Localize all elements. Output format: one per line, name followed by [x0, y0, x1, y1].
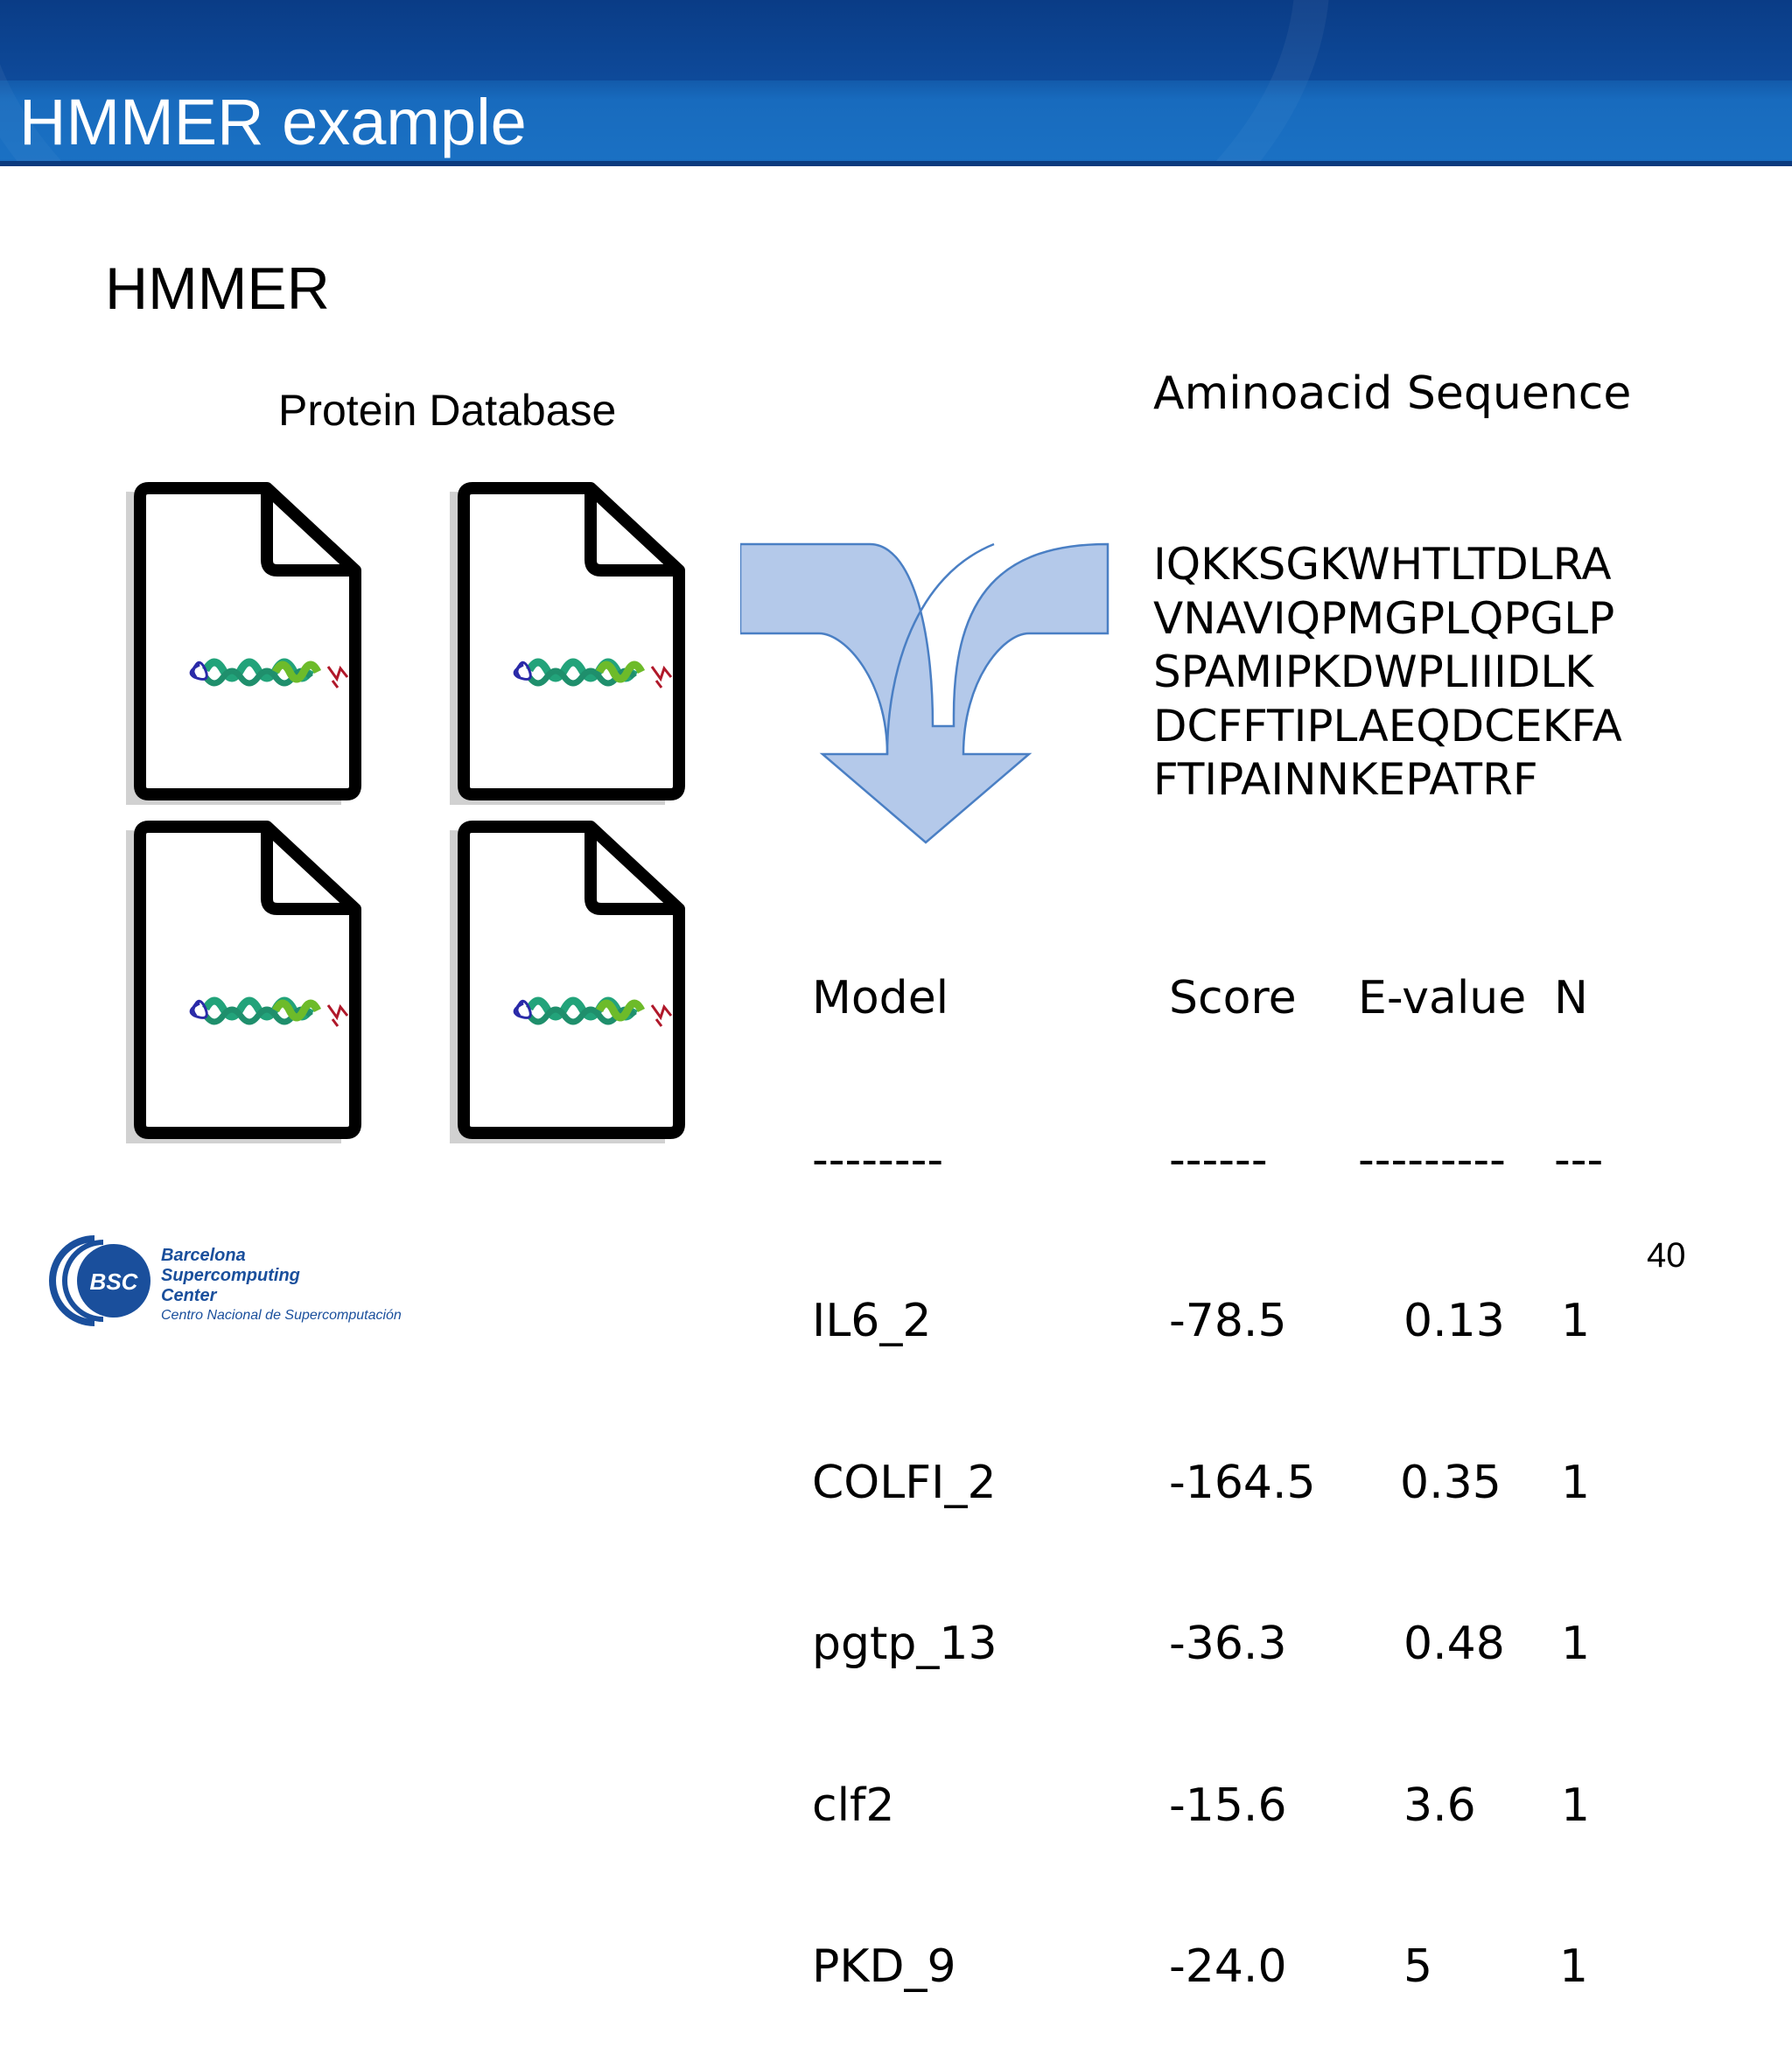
model-cell: pgtp_13	[812, 1618, 998, 1670]
results-column-evalue: E-value --------- 0.13 0.35 0.48 3.6 5	[1358, 864, 1526, 2048]
slide-subtitle: HMMER	[105, 255, 330, 322]
protein-document-icon	[126, 482, 361, 805]
logo-name-line: Center	[161, 1286, 217, 1305]
logo-name-line: Supercomputing	[161, 1266, 300, 1285]
protein-helix-icon	[513, 996, 673, 1027]
header-band	[0, 80, 1792, 159]
bsc-logo-icon: BSC	[49, 1235, 150, 1326]
document-fold	[261, 488, 355, 577]
document-fold	[584, 488, 679, 577]
results-column-n: N --- 1 1 1 1 1	[1554, 864, 1603, 2048]
protein-document-icon	[450, 482, 685, 805]
logo-mark: BSC	[90, 1269, 139, 1295]
column-header-n: N	[1554, 972, 1588, 1024]
model-cell: COLFI_2	[812, 1456, 997, 1509]
evalue-cell: 0.35	[1400, 1456, 1502, 1509]
document-outline	[134, 482, 361, 800]
merge-arrow-icon	[740, 542, 1110, 844]
document-outline	[458, 482, 685, 800]
score-cell: -15.6	[1169, 1779, 1287, 1832]
column-header-evalue: E-value	[1358, 972, 1527, 1024]
model-cell: IL6_2	[812, 1295, 932, 1347]
results-column-model: Model -------- IL6_2 COLFI_2 pgtp_13 clf…	[812, 864, 998, 2048]
score-cell: -36.3	[1169, 1618, 1287, 1670]
sequence-line: IQKKSGKWHTLTDLRA	[1153, 539, 1612, 590]
evalue-cell: 5	[1404, 1940, 1433, 1993]
sequence-line: SPAMIPKDWPLIIIDLK	[1153, 647, 1594, 697]
model-cell: clf2	[812, 1779, 895, 1832]
arrow-inner-curve	[886, 542, 995, 755]
logo-arc	[62, 1240, 104, 1322]
slide-title: HMMER example	[19, 86, 527, 158]
document-outline	[458, 821, 685, 1139]
evalue-cell: 3.6	[1404, 1779, 1476, 1832]
protein-helix-icon	[513, 658, 673, 688]
page-number: 40	[1647, 1236, 1686, 1275]
results-column-score: Score ------ -78.5 -164.5 -36.3 -15.6 -2…	[1169, 864, 1316, 2048]
separator: ---------	[1358, 1133, 1506, 1186]
n-cell: 1	[1561, 1295, 1591, 1347]
arrow-shape	[740, 542, 1110, 844]
header-underline	[0, 161, 1792, 166]
logo-name: Barcelona Supercomputing Center	[161, 1246, 300, 1306]
sequence-line: VNAVIQPMGPLQPGLP	[1153, 592, 1615, 644]
aminoacid-sequence-label: Aminoacid Sequence	[1153, 367, 1632, 420]
aminoacid-sequence: IQKKSGKWHTLTDLRA VNAVIQPMGPLQPGLP SPAMIP…	[1153, 538, 1622, 807]
logo-name-line: Barcelona	[161, 1246, 246, 1265]
logo-arc	[49, 1235, 95, 1326]
score-cell: -24.0	[1169, 1940, 1287, 1993]
protein-database-label: Protein Database	[278, 386, 617, 435]
model-cell: PKD_9	[812, 1940, 956, 1993]
n-cell: 1	[1559, 1940, 1589, 1993]
protein-document-icon	[126, 821, 361, 1143]
score-cell: -78.5	[1169, 1295, 1287, 1347]
document-outline	[134, 821, 361, 1139]
sequence-line: FTIPAINNKEPATRF	[1153, 754, 1538, 805]
evalue-cell: 0.13	[1404, 1295, 1505, 1347]
score-cell: -164.5	[1169, 1456, 1316, 1509]
document-fold	[261, 827, 355, 915]
protein-document-icon	[450, 821, 685, 1143]
logo-disc	[77, 1244, 150, 1318]
evalue-cell: 0.48	[1404, 1618, 1505, 1670]
protein-helix-icon	[189, 658, 349, 688]
document-fold	[584, 827, 679, 915]
protein-helix-icon	[189, 996, 349, 1027]
separator: ------	[1169, 1133, 1268, 1186]
n-cell: 1	[1561, 1618, 1591, 1670]
column-header-score: Score	[1169, 972, 1297, 1024]
n-cell: 1	[1561, 1779, 1591, 1832]
separator: ---	[1554, 1133, 1604, 1186]
sequence-line: DCFFTIPLAEQDCEKFA	[1153, 700, 1622, 751]
slide-header	[0, 0, 1792, 166]
separator: --------	[812, 1133, 944, 1186]
column-header-model: Model	[812, 972, 949, 1024]
n-cell: 1	[1561, 1456, 1591, 1509]
logo-tagline: Centro Nacional de Supercomputación	[161, 1308, 402, 1323]
